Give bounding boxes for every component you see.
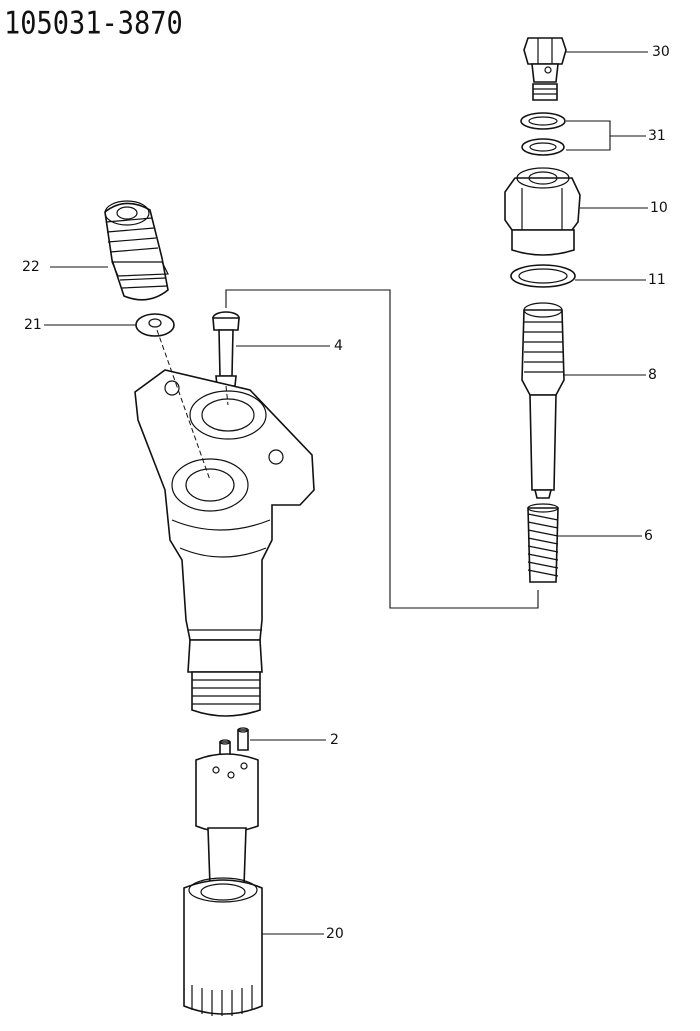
part-20-nozzle-nut — [183, 877, 263, 1016]
callout-22: 22 — [22, 259, 40, 275]
part-11-shim — [510, 264, 576, 288]
callout-6: 6 — [644, 528, 653, 544]
callout-30: 30 — [652, 44, 670, 60]
callout-10: 10 — [650, 200, 668, 216]
part-10-retaining-nut — [504, 167, 581, 256]
drawing-part-number: 105031-3870 — [4, 6, 183, 42]
part-31-washers — [520, 112, 566, 156]
part-21-washer — [135, 313, 175, 337]
callout-2: 2 — [330, 732, 339, 748]
callout-31: 31 — [648, 128, 666, 144]
nozzle-holder-body — [134, 369, 315, 717]
nozzle — [195, 753, 259, 887]
part-6-spring — [527, 503, 559, 583]
callout-21: 21 — [24, 317, 42, 333]
part-8-push-rod — [521, 302, 565, 499]
assembly-link-line — [225, 289, 539, 609]
callout-20: 20 — [326, 926, 344, 942]
leader-lines — [44, 51, 648, 935]
part-4-pin — [212, 311, 240, 387]
part-22-inlet-connector — [104, 200, 169, 301]
callout-11: 11 — [648, 272, 666, 288]
callout-4: 4 — [334, 338, 343, 354]
callout-8: 8 — [648, 367, 657, 383]
part-30-hex-plug — [523, 37, 567, 101]
